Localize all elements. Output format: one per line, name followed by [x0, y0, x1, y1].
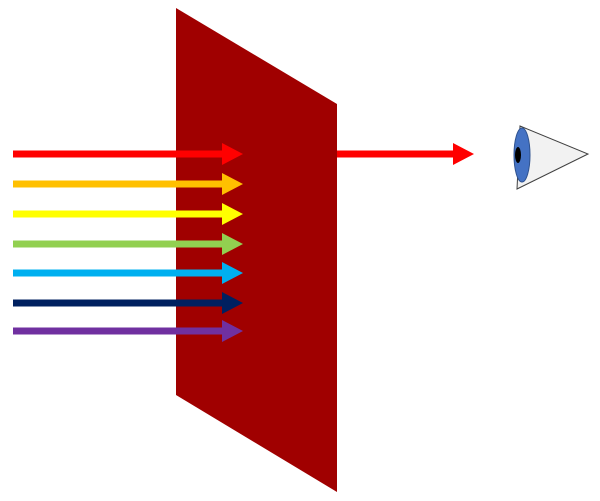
transmitted-ray — [337, 143, 474, 165]
ray-arrow-orange — [13, 173, 243, 195]
ray-arrow-red — [13, 143, 243, 165]
eye-iris — [513, 127, 531, 183]
ray-arrow-yellow — [13, 203, 243, 225]
ray-arrow-purple — [13, 320, 243, 342]
ray-arrow-light-blue — [13, 262, 243, 284]
ray-arrow-green — [13, 233, 243, 255]
red-filter — [176, 8, 337, 492]
transmitted-ray-arrow-red — [337, 143, 474, 165]
eye-icon — [513, 125, 590, 190]
ray-arrow-dark-blue — [13, 292, 243, 314]
eye-pupil — [515, 147, 521, 163]
incoming-ray-heads — [13, 143, 243, 342]
